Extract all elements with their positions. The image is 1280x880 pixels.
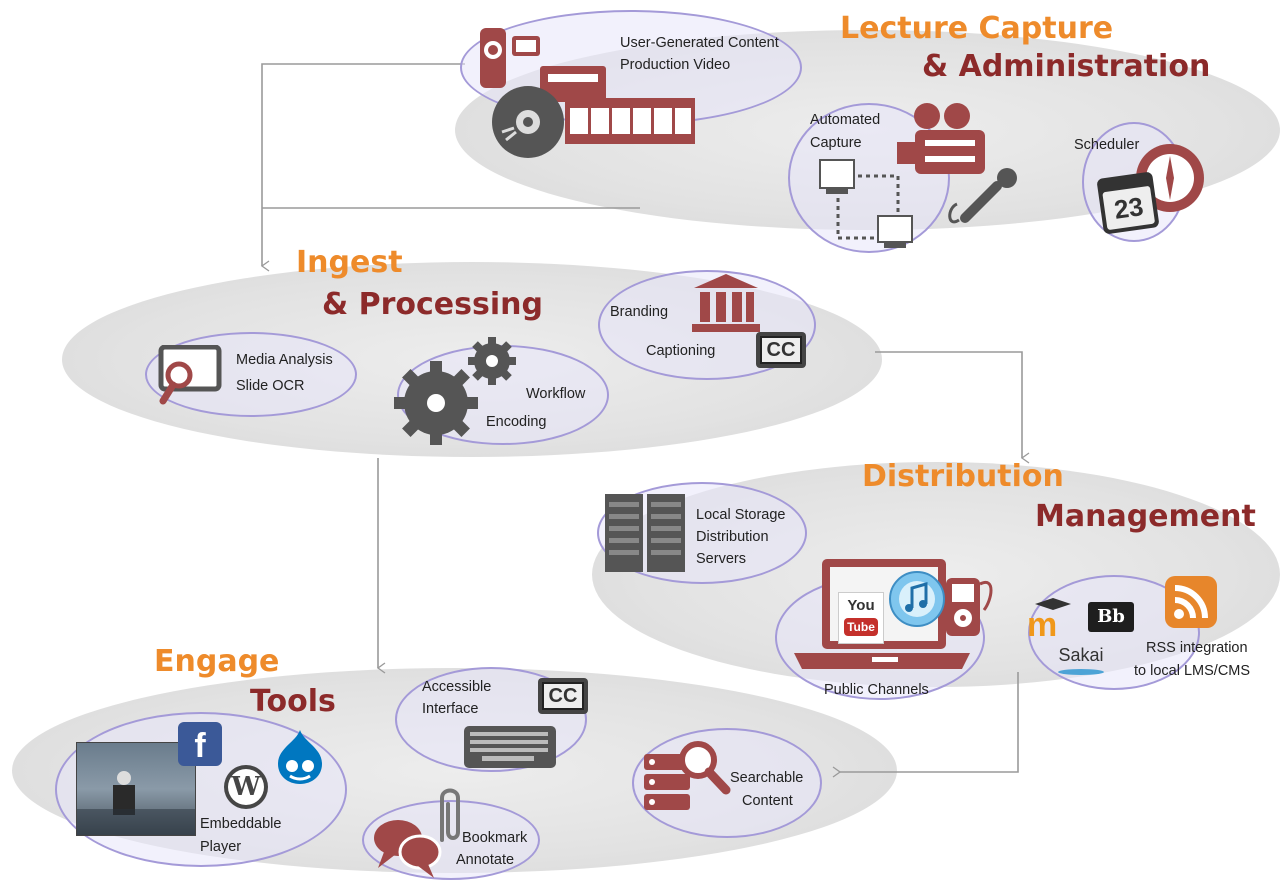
arrow-ingest-to-distribution <box>875 351 1030 464</box>
moodle-label: m <box>1027 606 1057 640</box>
calendar-icon: 23 <box>1096 171 1160 235</box>
speech-bubbles-icon <box>374 820 442 878</box>
camcorder-icon <box>480 28 540 88</box>
ipod-icon <box>946 578 993 636</box>
ingest-title: Ingest <box>296 245 403 280</box>
calendar-day-label: 23 <box>1112 191 1146 225</box>
slide-ocr-label: Slide OCR <box>236 378 305 394</box>
servers-label: Servers <box>696 551 746 567</box>
public-channels-label: Public Channels <box>824 682 929 698</box>
sakai-label: Sakai <box>1058 645 1104 665</box>
cc-badge-engage: CC <box>538 678 588 714</box>
media-analysis-label: Media Analysis <box>236 352 333 368</box>
search-database-icon <box>644 741 731 810</box>
rss-integration-label: RSS integration <box>1146 640 1248 656</box>
accessible-label: Accessible <box>422 679 492 695</box>
annotate-label: Annotate <box>456 852 515 868</box>
capture-label: Capture <box>810 135 862 151</box>
cc-badge-ingest-label: CC <box>760 336 802 364</box>
microphone-icon <box>948 168 1017 224</box>
network-computers-icon <box>819 159 913 248</box>
dvd-disc-icon <box>492 86 564 158</box>
content-label: Content <box>742 793 793 809</box>
distribution-title: Distribution <box>862 459 1064 494</box>
youtube-you-label: You <box>847 597 875 614</box>
arrow-capture-to-ingest <box>260 63 465 272</box>
gears-icon <box>394 337 516 445</box>
workflow-label: Workflow <box>526 386 586 402</box>
moodle-icon: m <box>1027 598 1071 640</box>
administration-title: & Administration <box>922 49 1211 84</box>
facebook-label: f <box>194 727 206 765</box>
bookmark-label: Bookmark <box>462 830 528 846</box>
facebook-icon: f <box>178 722 222 766</box>
distribution-servers-label: Distribution <box>696 529 769 545</box>
arrow-distribution-to-engage <box>832 672 1019 778</box>
user-content-label: User-Generated Content <box>620 35 779 51</box>
player-label: Player <box>200 839 242 855</box>
engage-title: Engage <box>154 644 280 679</box>
local-lms-label: to local LMS/CMS <box>1134 663 1251 679</box>
processing-title: & Processing <box>322 287 543 322</box>
management-title: Management <box>1035 499 1256 534</box>
scheduler-label: Scheduler <box>1074 137 1140 153</box>
sakai-icon: Sakai <box>1052 643 1110 681</box>
captioning-label: Captioning <box>646 343 716 359</box>
cc-badge-ingest: CC <box>756 332 806 368</box>
youtube-tube-label: Tube <box>844 618 878 636</box>
production-video-label: Production Video <box>620 57 731 73</box>
keyboard-icon <box>464 726 556 768</box>
blackboard-label: Bb <box>1097 606 1125 627</box>
building-columns-icon <box>692 274 760 332</box>
rss-icon <box>1165 576 1217 628</box>
encoding-label: Encoding <box>486 414 547 430</box>
embeddable-label: Embeddable <box>200 816 282 832</box>
lecture-capture-title: Lecture Capture <box>840 11 1114 46</box>
branding-label: Branding <box>610 304 669 320</box>
paperclip-icon <box>440 788 460 842</box>
media-analysis-icon <box>158 345 222 405</box>
vhs-tape-icon <box>540 66 606 102</box>
embedded-video-thumbnail <box>76 742 196 836</box>
film-camera-icon <box>897 103 985 174</box>
local-storage-label: Local Storage <box>696 507 786 523</box>
blackboard-icon: Bb <box>1088 602 1134 632</box>
itunes-icon <box>889 571 945 627</box>
drupal-icon <box>278 730 322 784</box>
wordpress-icon: W <box>224 765 268 809</box>
interface-label: Interface <box>422 701 479 717</box>
automated-label: Automated <box>810 112 881 128</box>
wordpress-label: W <box>231 772 261 802</box>
server-rack-icon <box>605 494 685 572</box>
film-strip-icon <box>565 98 695 144</box>
youtube-icon: You Tube <box>838 592 884 644</box>
searchable-label: Searchable <box>730 770 804 786</box>
cc-badge-engage-label: CC <box>542 682 584 710</box>
tools-title: Tools <box>250 684 336 719</box>
